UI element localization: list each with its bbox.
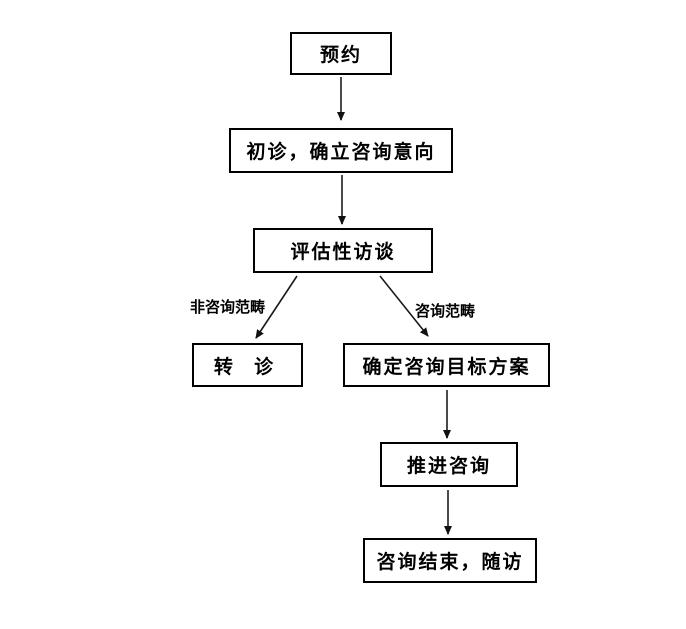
node-evaluative-interview: 评估性访谈 bbox=[253, 228, 433, 273]
node-advance-counseling: 推进咨询 bbox=[380, 442, 518, 487]
node-end-followup: 咨询结束，随访 bbox=[363, 538, 537, 583]
node-initial-visit: 初诊，确立咨询意向 bbox=[229, 128, 453, 173]
branch-label-counseling: 咨询范畴 bbox=[415, 303, 476, 320]
node-referral: 转 诊 bbox=[192, 343, 303, 387]
node-appointment: 预约 bbox=[290, 32, 392, 75]
branch-label-non-counseling: 非咨询范畴 bbox=[190, 299, 266, 316]
node-goal-plan: 确定咨询目标方案 bbox=[343, 343, 550, 387]
